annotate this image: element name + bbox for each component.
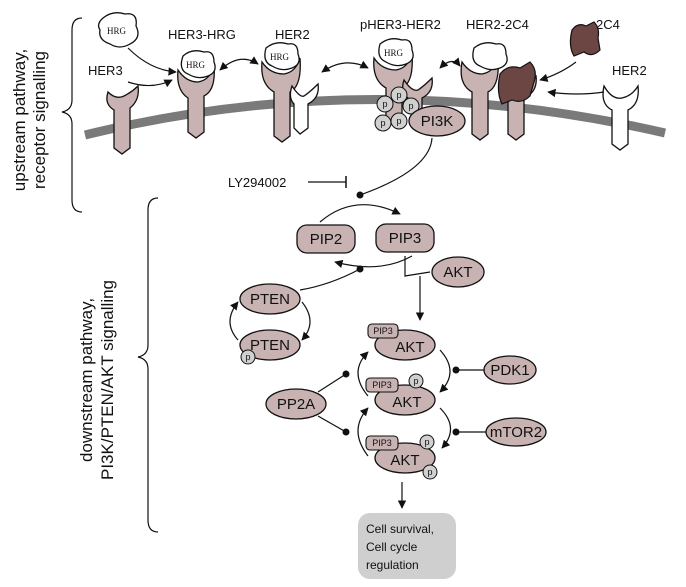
- arrow-akt-reverse1: [357, 351, 369, 397]
- svg-text:PIP3: PIP3: [373, 326, 393, 336]
- arrow-akt-step1: [439, 349, 451, 393]
- arrow-pten-cycle-right: [301, 301, 311, 341]
- pip3-node: PIP3: [375, 223, 435, 253]
- arrow-pten-cycle-left: [229, 301, 239, 341]
- her2-receptor-right: [602, 84, 639, 151]
- svg-text:AKT: AKT: [443, 264, 472, 281]
- svg-text:p: p: [396, 116, 401, 126]
- arrow-2c4-binding: [539, 61, 577, 82]
- svg-text:PTEN: PTEN: [250, 337, 290, 354]
- downstream-side-label: downstream pathway, PI3K/PTEN/AKT signal…: [77, 197, 159, 533]
- akt-free-node: AKT: [431, 256, 485, 288]
- svg-text:p: p: [382, 99, 387, 109]
- svg-text:PP2A: PP2A: [277, 396, 315, 413]
- akt-pip3-p-node: PIP3 AKT p: [365, 373, 436, 416]
- label-her2: HER2: [275, 27, 310, 42]
- svg-text:p: p: [424, 437, 429, 447]
- arrow-her2-to-her2-2c4: [547, 88, 605, 98]
- label-her3-hrg: HER3-HRG: [168, 27, 236, 42]
- output-line1: Cell survival,: [366, 522, 434, 536]
- phospho-group-receptor: p p p p p: [374, 86, 420, 132]
- pten-phospho-node: PTEN p: [239, 329, 301, 365]
- label-pher3-her2: pHER3-HER2: [360, 17, 441, 32]
- her2-2c4-receptor: [460, 42, 537, 141]
- arrow-pip3-to-pip2: [334, 255, 413, 269]
- svg-text:HRG: HRG: [107, 26, 127, 36]
- pi3k-node: PI3K: [408, 105, 466, 137]
- pp2a-node: PP2A: [265, 388, 327, 420]
- arrow-akt-step2: [439, 407, 452, 449]
- svg-text:PIP3: PIP3: [389, 230, 422, 247]
- svg-text:PI3K: PI3K: [421, 113, 454, 130]
- pdk1-dot: [452, 366, 460, 374]
- svg-text:p: p: [380, 118, 385, 128]
- pip3-akt-link: [404, 256, 431, 277]
- svg-text:PIP2: PIP2: [310, 231, 343, 248]
- output-box: Cell survival, Cell cycle regulation: [358, 513, 456, 579]
- upstream-side-label: upstream pathway, receptor signalling: [10, 17, 83, 213]
- svg-text:p: p: [396, 90, 401, 100]
- label-2c4: 2C4: [596, 17, 620, 32]
- akt-pip3-pp-node: PIP3 AKT p p: [365, 434, 438, 480]
- arrow-pip2-to-pip3: [319, 204, 401, 223]
- upstream-label-line2: receptor signalling: [30, 51, 49, 189]
- label-her3: HER3: [88, 63, 123, 78]
- svg-text:HRG: HRG: [384, 48, 404, 58]
- svg-text:p: p: [427, 467, 432, 477]
- pp2a-link1: [317, 373, 347, 393]
- her3-hrg-receptor: HRG: [177, 50, 216, 139]
- svg-text:AKT: AKT: [395, 339, 424, 356]
- svg-text:PTEN: PTEN: [250, 291, 290, 308]
- svg-text:PDK1: PDK1: [490, 362, 529, 379]
- arrow-akt-reverse2: [357, 407, 369, 457]
- arrow-pher3her2-her2-2c4: [439, 57, 461, 69]
- pi3k-connector-dot: [356, 191, 364, 199]
- svg-text:PIP3: PIP3: [372, 380, 392, 390]
- svg-text:mTOR2: mTOR2: [490, 424, 542, 441]
- arrow-her3-her3hrg: [127, 79, 173, 88]
- mtor2-node: mTOR2: [485, 417, 547, 447]
- arrow-her2-pher3her2: [321, 60, 369, 73]
- label-her2-right: HER2: [612, 63, 647, 78]
- downstream-label-line2: PI3K/PTEN/AKT signalling: [98, 280, 117, 480]
- antibody-2c4: [569, 21, 601, 57]
- pdk1-node: PDK1: [483, 355, 537, 385]
- label-her2-2c4: HER2-2C4: [466, 17, 529, 32]
- pp2a-dot2: [342, 428, 350, 436]
- svg-text:p: p: [408, 101, 413, 111]
- output-line2: Cell cycle: [366, 540, 418, 554]
- svg-text:PIP3: PIP3: [372, 438, 392, 448]
- svg-text:HRG: HRG: [186, 60, 206, 70]
- upstream-label-line1: upstream pathway,: [10, 49, 29, 191]
- her3-receptor: [106, 84, 139, 155]
- mtor2-dot: [452, 428, 460, 436]
- upstream-brace: [61, 17, 83, 213]
- output-line3: regulation: [366, 558, 419, 572]
- her2-hrg-receptor: HRG: [261, 42, 319, 143]
- pip2-node: PIP2: [296, 224, 356, 254]
- hrg-ligand-free: HRG: [97, 12, 139, 48]
- pten-to-pip3-link: [299, 268, 361, 291]
- pp2a-link2: [317, 415, 347, 433]
- arrow-hrg-binding: [127, 47, 177, 76]
- downstream-label-line1: downstream pathway,: [77, 298, 96, 462]
- arrow-pi3k-down: [359, 137, 433, 196]
- akt-pip3-node: PIP3 AKT: [367, 323, 436, 361]
- arrow-her3hrg-her2: [219, 56, 259, 71]
- pp2a-dot1: [342, 370, 350, 378]
- svg-text:p: p: [245, 352, 250, 362]
- cell-membrane: [83, 95, 667, 140]
- svg-text:AKT: AKT: [390, 452, 419, 469]
- svg-text:HRG: HRG: [270, 52, 290, 62]
- downstream-brace: [137, 197, 159, 533]
- pten-node: PTEN: [239, 283, 301, 315]
- label-ly294002: LY294002: [228, 175, 286, 190]
- svg-text:AKT: AKT: [392, 394, 421, 411]
- svg-text:p: p: [413, 376, 418, 386]
